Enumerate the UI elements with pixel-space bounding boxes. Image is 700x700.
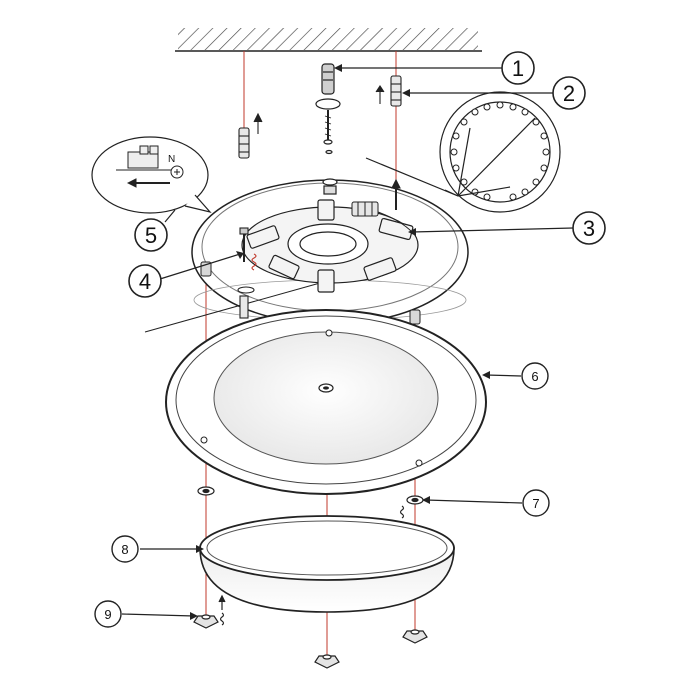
inset-hole-pattern bbox=[365, 91, 561, 213]
callout-9-label: 9 bbox=[104, 607, 111, 622]
callout-5-label: 5 bbox=[145, 223, 157, 248]
leader-arrowheads bbox=[190, 64, 490, 620]
diffuser-frame bbox=[165, 309, 487, 495]
bowl-shade bbox=[199, 515, 455, 613]
cross-bracket bbox=[241, 199, 419, 293]
ceiling bbox=[175, 28, 482, 52]
callout-2: 2 bbox=[552, 76, 586, 110]
right-wall-plug bbox=[375, 75, 402, 210]
leader-lines bbox=[121, 67, 574, 617]
left-wall-plug bbox=[238, 112, 263, 159]
washers bbox=[197, 486, 424, 519]
callout-8: 8 bbox=[111, 535, 139, 563]
center-anchor-screw bbox=[315, 63, 341, 195]
compass-letter: N bbox=[168, 154, 175, 165]
callout-9: 9 bbox=[94, 600, 122, 628]
callout-7-label: 7 bbox=[532, 496, 539, 511]
callout-5: 5 bbox=[134, 218, 168, 252]
callout-4: 4 bbox=[128, 264, 162, 298]
callout-7: 7 bbox=[522, 489, 550, 517]
callout-3: 3 bbox=[572, 211, 606, 245]
callout-6-label: 6 bbox=[531, 369, 538, 384]
finial-nuts bbox=[193, 594, 428, 669]
callout-1: 1 bbox=[501, 51, 535, 85]
callout-3-label: 3 bbox=[583, 216, 595, 241]
callout-1-label: 1 bbox=[512, 56, 524, 81]
bracket-screw bbox=[237, 227, 257, 319]
terminal-block bbox=[351, 201, 413, 233]
callout-8-label: 8 bbox=[121, 542, 128, 557]
callout-4-label: 4 bbox=[139, 269, 151, 294]
callout-6: 6 bbox=[521, 362, 549, 390]
instruction-bubble: N bbox=[91, 136, 212, 214]
callout-2-label: 2 bbox=[563, 81, 575, 106]
